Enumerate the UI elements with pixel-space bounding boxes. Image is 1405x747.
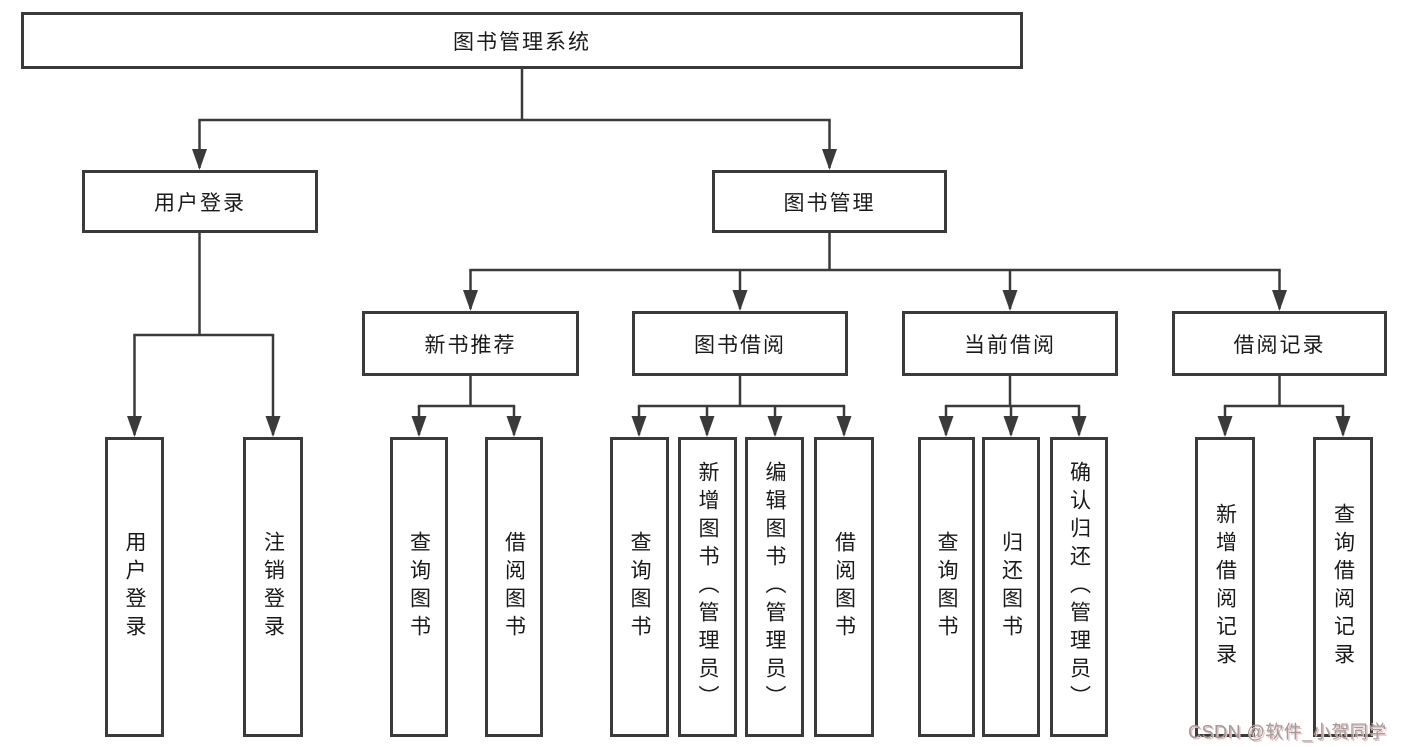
leaf-logout: 注销登录 — [243, 437, 303, 737]
leaf-rc-add-record: 新增借阅记录 — [1195, 437, 1255, 737]
leaf-cu-confirm-return-admin: 确认归还（管理员） — [1050, 437, 1108, 737]
leaf-user-login: 用户登录 — [105, 437, 164, 737]
leaf-bw-add-book-admin: 新增图书（管理员） — [678, 437, 737, 737]
leaf-nb-borrow-book: 借阅图书 — [485, 437, 543, 737]
leaf-bw-borrow-book: 借阅图书 — [814, 437, 874, 737]
leaf-nb-query-book: 查询图书 — [390, 437, 448, 737]
node-book-borrow: 图书借阅 — [632, 311, 848, 376]
csdn-watermark: CSDN @软件_小贺同学 — [1188, 722, 1387, 742]
leaf-rc-query-record: 查询借阅记录 — [1313, 437, 1373, 737]
node-borrow-records: 借阅记录 — [1172, 311, 1387, 376]
leaf-bw-query-book: 查询图书 — [610, 437, 669, 737]
node-current-borrow: 当前借阅 — [902, 311, 1118, 376]
leaf-bw-edit-book-admin: 编辑图书（管理员） — [745, 437, 804, 737]
node-book-management: 图书管理 — [712, 170, 947, 233]
node-root: 图书管理系统 — [21, 12, 1023, 69]
leaf-cu-query-book: 查询图书 — [918, 437, 975, 737]
leaf-cu-return-book: 归还图书 — [982, 437, 1040, 737]
node-new-book-recommend: 新书推荐 — [362, 311, 579, 376]
node-user-login: 用户登录 — [82, 170, 318, 233]
